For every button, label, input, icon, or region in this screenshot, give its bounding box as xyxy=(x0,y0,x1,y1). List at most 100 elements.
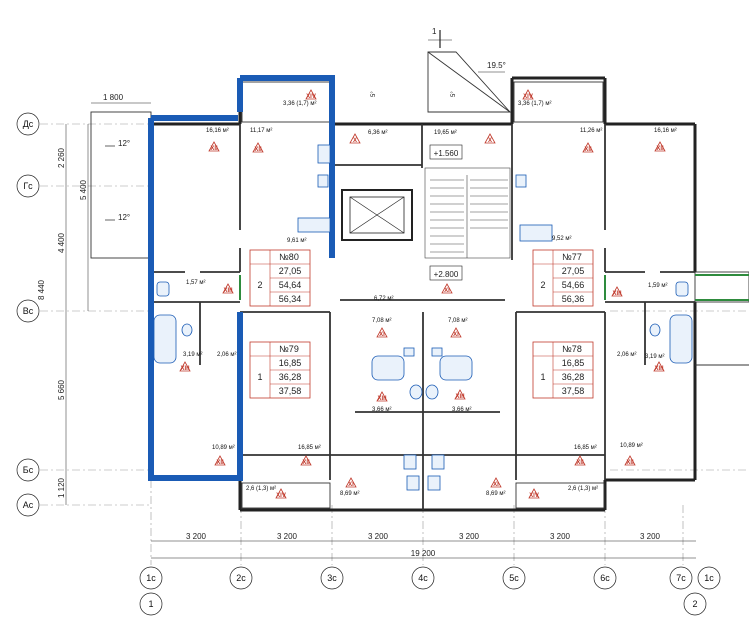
svg-text:XI: XI xyxy=(493,482,499,488)
area-label: 11,17 м² xyxy=(250,128,272,134)
apt-79-usable: 36,28 xyxy=(279,372,302,382)
svg-text:X: X xyxy=(488,138,492,144)
dim-v-b: 5 660 xyxy=(57,379,66,400)
axis-label-g: Гс xyxy=(23,181,33,191)
svg-text:XI: XI xyxy=(453,332,459,338)
svg-text:XII: XII xyxy=(626,460,634,466)
loggias xyxy=(90,51,749,509)
bottom-dim: 3 200 xyxy=(550,532,571,541)
apt-80-living: 27,05 xyxy=(279,266,302,276)
area-label: 1,57 м² xyxy=(186,280,205,286)
svg-text:XIII: XIII xyxy=(654,366,663,372)
axis-label-1c: 1с xyxy=(146,573,156,583)
bathroom-fixtures xyxy=(153,144,693,491)
svg-text:XII: XII xyxy=(656,146,664,152)
svg-text:XIII: XIII xyxy=(377,396,386,402)
slope-label: 19.5° xyxy=(487,61,506,70)
finish-marks xyxy=(179,89,666,499)
dim-b-a: 1 120 xyxy=(57,477,66,498)
area-label: 2,06 м² xyxy=(217,352,236,358)
dim-overall-2: 8 440 xyxy=(37,279,46,300)
svg-text:XI: XI xyxy=(444,288,450,294)
level-mark-box xyxy=(429,144,463,160)
total-dim: 19 200 xyxy=(411,549,436,558)
svg-text:XII: XII xyxy=(584,147,592,153)
axis-label-3c: 3с xyxy=(327,573,337,583)
area-label: 10,89 м² xyxy=(620,443,643,449)
dim-overall-1: 5 400 xyxy=(79,179,88,200)
apt-77-usable: 54,66 xyxy=(562,280,585,290)
svg-text:X: X xyxy=(353,138,357,144)
area-label: 8,69 м² xyxy=(340,491,359,497)
apartment-box-80 xyxy=(249,249,311,307)
apt-80-number: №80 xyxy=(279,252,299,262)
area-label: 3,19 м² xyxy=(183,352,202,358)
apt-77-number: №77 xyxy=(562,252,582,262)
bottom-dim: 3 200 xyxy=(459,532,480,541)
bottom-dim: 3 200 xyxy=(640,532,661,541)
apt-78-usable: 36,28 xyxy=(562,372,585,382)
bottom-dim: 3 200 xyxy=(186,532,207,541)
area-label: 1,59 м² xyxy=(648,283,667,289)
axis-label-1c-right: 1с xyxy=(704,573,714,583)
interior-walls xyxy=(151,124,695,510)
section-cut-label: 1 xyxy=(432,27,437,36)
elevator-shaft xyxy=(341,189,413,241)
balcony-angle-upper: 12° xyxy=(118,139,130,148)
vertical-axis-bubbles xyxy=(139,566,721,616)
apt-78-number: №78 xyxy=(562,344,582,354)
area-label: 9,52 м² xyxy=(552,236,571,242)
area-label: 2,6 (1,3) м² xyxy=(246,486,276,492)
svg-text:XIII: XIII xyxy=(612,291,621,297)
area-label: 6,36 м² xyxy=(368,130,387,136)
top-dim: 1 800 xyxy=(103,93,124,102)
svg-text:XIV: XIV xyxy=(306,94,316,100)
bottom-dimension-lines xyxy=(151,540,696,559)
area-label: 3,66 м² xyxy=(372,407,391,413)
axis-label-2c: 2с xyxy=(236,573,246,583)
apt-77-total: 56,36 xyxy=(562,294,585,304)
svg-text:XIII: XIII xyxy=(223,288,232,294)
apt-80-usable: 54,64 xyxy=(279,280,302,290)
axis-label-6c: 6с xyxy=(600,573,610,583)
axis-label-a: Ас xyxy=(23,500,34,510)
area-label: 16,16 м² xyxy=(654,128,677,134)
finish-mark-labels: XIV XIV XII XII X X XII XII XIII XIII XI… xyxy=(180,94,664,499)
svg-text:XIII: XIII xyxy=(455,394,464,400)
area-label: 3,36 (1,7) м² xyxy=(518,101,551,107)
section-mark-2: 2 xyxy=(692,599,697,609)
area-label: 16,85 м² xyxy=(298,445,321,451)
section-mark-1: 1 xyxy=(148,599,153,609)
left-dimension-lines xyxy=(65,124,89,505)
dim-g-v: 4 400 xyxy=(57,232,66,253)
apt-78-living: 16,85 xyxy=(562,358,585,368)
dim-d-g: 2 260 xyxy=(57,147,66,168)
axis-label-v: Вс xyxy=(23,306,34,316)
balcony-angle-lower: 12° xyxy=(118,213,130,222)
axis-label-b: Бс xyxy=(23,465,34,475)
axis-label-d: Дс xyxy=(23,119,34,129)
bottom-dim: 3 200 xyxy=(368,532,389,541)
level-mark-upper: +1.560 xyxy=(434,149,459,158)
level-mark-lower: +2.800 xyxy=(434,270,459,279)
level-mark-box xyxy=(429,265,463,281)
svg-text:XII: XII xyxy=(576,460,584,466)
horizontal-axis-bubbles xyxy=(16,112,40,517)
area-label: 7,08 м² xyxy=(448,318,467,324)
slope-label: 5° xyxy=(371,91,377,97)
svg-text:XII: XII xyxy=(210,146,218,152)
axis-grid xyxy=(40,123,749,565)
svg-text:XII: XII xyxy=(254,147,262,153)
svg-text:XIV: XIV xyxy=(529,493,539,499)
apartment-box-79 xyxy=(249,341,311,399)
apt-79-total: 37,58 xyxy=(279,386,302,396)
svg-text:XIV: XIV xyxy=(523,94,533,100)
svg-text:XII: XII xyxy=(216,460,224,466)
area-label: 6,72 м² xyxy=(374,296,393,302)
apt-79-rooms: 1 xyxy=(257,372,262,382)
apt-79-number: №79 xyxy=(279,344,299,354)
apt-80-total: 56,34 xyxy=(279,294,302,304)
axis-label-4c: 4с xyxy=(418,573,428,583)
slope-label: 5° xyxy=(451,91,457,97)
